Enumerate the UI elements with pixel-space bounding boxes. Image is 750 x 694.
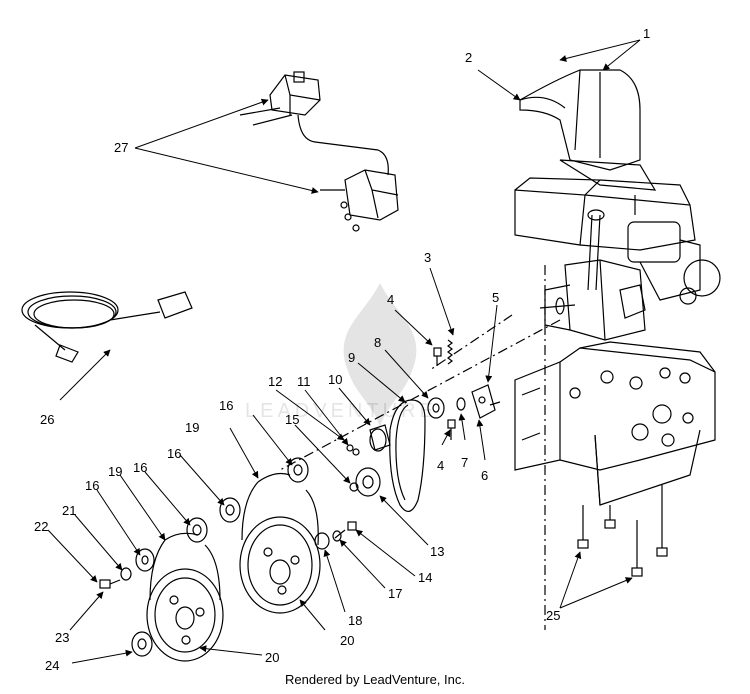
lower-pulleys [99,472,357,662]
callout-3: 3 [424,250,431,265]
callout-17: 17 [388,586,402,601]
callout-20-right: 20 [340,633,354,648]
callout-15: 15 [285,412,299,427]
callout-16-top: 16 [219,398,233,413]
callout-11: 11 [297,374,311,389]
electric-starter [239,71,399,232]
shaft-hardware [279,265,561,630]
rendered-by-footer: Rendered by LeadVenture, Inc. [285,672,465,687]
callout-19-top: 19 [185,420,199,435]
callout-1: 1 [643,26,650,41]
callout-6: 6 [481,468,488,483]
frame-bolts [577,485,668,577]
watermark-flame-logo [343,283,417,427]
callout-10: 10 [328,372,342,387]
callout-13: 13 [430,544,444,559]
engine-assembly [514,69,721,341]
callout-9: 9 [348,350,355,365]
callout-20-bottom: 20 [265,650,279,665]
callout-16-left: 16 [133,460,147,475]
callout-21: 21 [62,503,76,518]
callout-14: 14 [418,570,432,585]
callout-18: 18 [348,613,362,628]
callout-23: 23 [55,630,69,645]
leader-lines [47,39,641,664]
callout-24: 24 [45,658,59,673]
callout-12: 12 [268,374,282,389]
callout-labels: 1 2 3 4 5 6 7 4 8 9 10 11 12 15 16 19 16… [34,26,650,673]
callout-19-left: 19 [108,464,122,479]
watermark-text: LEADVENTURE [245,400,437,422]
callout-4-lower: 4 [437,458,444,473]
power-cord [21,291,193,363]
callout-27: 27 [114,140,128,155]
callout-5: 5 [492,290,499,305]
callout-7: 7 [461,455,468,470]
callout-4-upper: 4 [387,292,394,307]
callout-25: 25 [546,608,560,623]
callout-26: 26 [40,412,54,427]
callout-22: 22 [34,519,48,534]
callout-2: 2 [465,50,472,65]
callout-16-mid: 16 [167,446,181,461]
callout-8: 8 [374,335,381,350]
callout-16-far: 16 [85,478,99,493]
